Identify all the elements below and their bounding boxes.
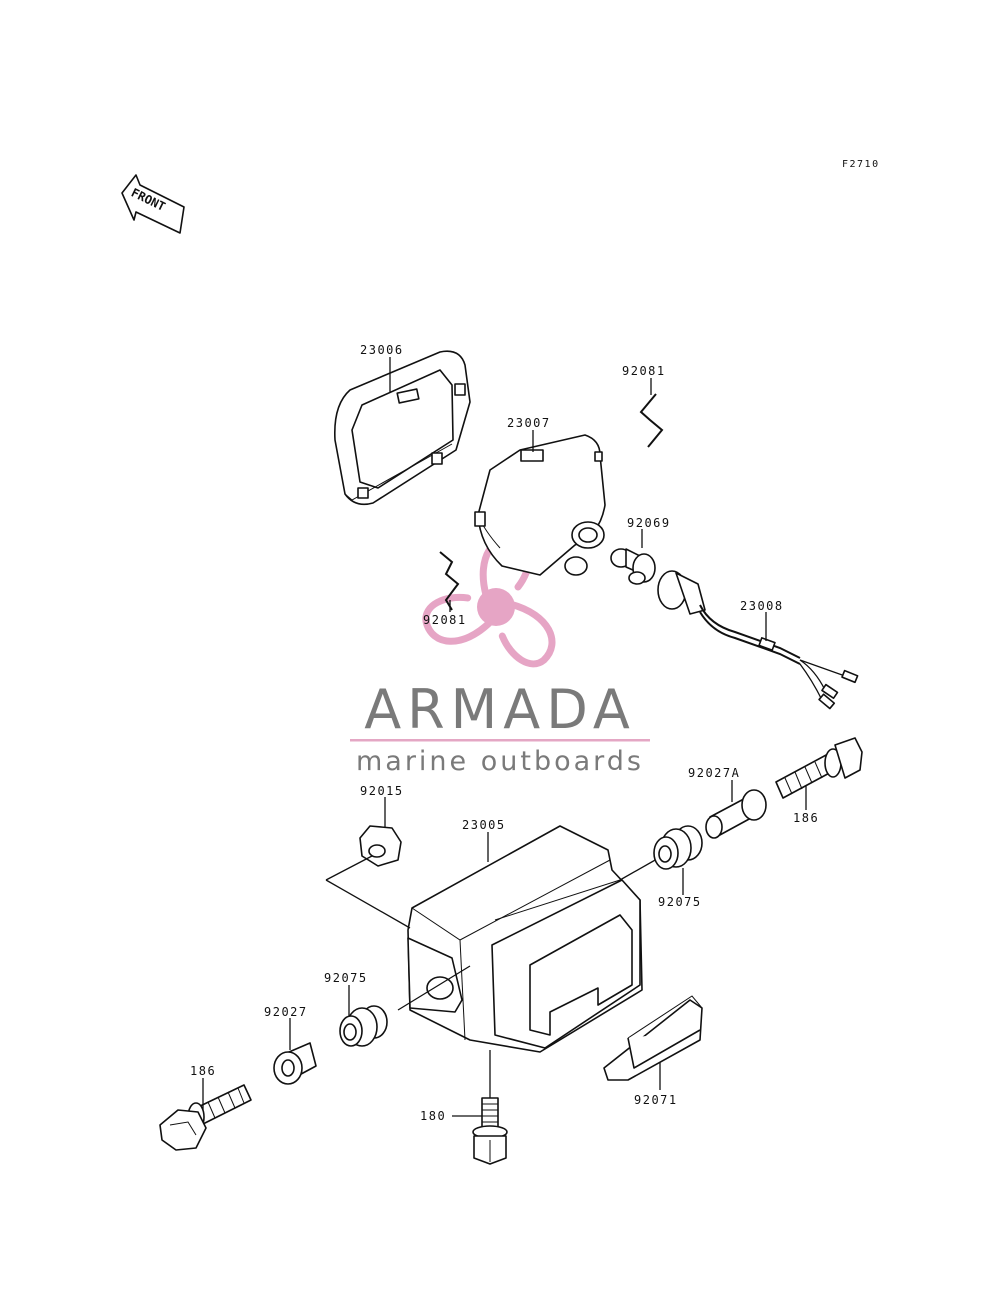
part-92081-clip-top [639,393,664,448]
part-92075-grommet-right [653,825,703,870]
label-180: 180 [420,1109,446,1123]
part-92027A-collar [705,789,767,839]
label-92069: 92069 [627,516,671,530]
label-92081-left: 92081 [423,613,467,627]
label-23005: 23005 [462,818,506,832]
part-92071-pad [603,995,703,1081]
part-23005-case [407,825,643,1053]
part-92069-bulb [610,548,656,585]
label-92027A: 92027A [688,766,740,780]
part-180-bolt [472,1097,508,1165]
watermark-brand: ARMADA [364,678,636,741]
watermark-tagline: marine outboards [356,746,644,777]
front-arrow-icon: FRONT [121,174,185,234]
part-92075-grommet-left [339,1005,388,1047]
label-186-left: 186 [190,1064,216,1078]
part-23007-housing [474,434,606,576]
watermark-rule [350,739,650,742]
label-92075-right: 92075 [658,895,702,909]
part-186-bolt-left [159,1084,252,1151]
part-92081-clip-left [439,551,460,611]
part-92015-nut [359,825,402,867]
label-92075-left: 92075 [324,971,368,985]
label-23007: 23007 [507,416,551,430]
part-92027-collar [273,1042,317,1085]
label-186-right: 186 [793,811,819,825]
label-92027: 92027 [264,1005,308,1019]
label-23006: 23006 [360,343,404,357]
part-186-bolt-right [775,737,863,799]
label-23008: 23008 [740,599,784,613]
part-23008-socket-harness [657,570,859,710]
figure-code: F2710 [842,159,880,170]
part-23006-rim [333,350,471,506]
label-92071: 92071 [634,1093,678,1107]
label-92015: 92015 [360,784,404,798]
label-92081-top: 92081 [622,364,666,378]
